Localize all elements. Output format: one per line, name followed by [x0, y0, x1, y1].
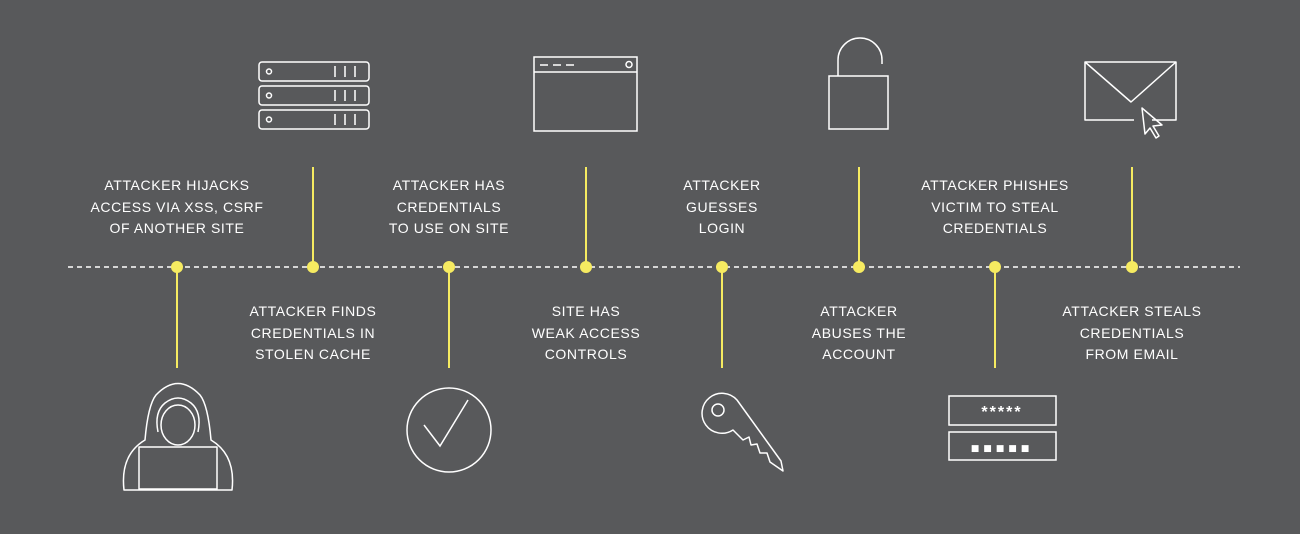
step-label-3: ATTACKER HAS CREDENTIALS TO USE ON SITE: [388, 177, 510, 236]
hacker-icon: [122, 382, 234, 491]
masked-password-2: ■■■■■: [971, 444, 1034, 454]
timeline-dot-1: [171, 261, 183, 273]
timeline-dot-2: [307, 261, 319, 273]
step-label-2: ATTACKER FINDS CREDENTIALS IN STOLEN CAC…: [249, 303, 377, 362]
email-cursor-icon: [1084, 61, 1177, 139]
timeline-dot-7: [989, 261, 1001, 273]
checkmark-circle-icon: [406, 387, 492, 473]
timeline-dot-4: [580, 261, 592, 273]
timeline-dot-3: [443, 261, 455, 273]
step-label-8: ATTACKER STEALS CREDENTIALS FROM EMAIL: [1062, 303, 1202, 362]
timeline-dot-6: [853, 261, 865, 273]
masked-password-1: *****: [981, 404, 1022, 421]
server-stack-icon: [258, 61, 370, 130]
open-padlock-icon: [828, 37, 889, 130]
step-label-4: SITE HAS WEAK ACCESS CONTROLS: [531, 303, 641, 362]
step-label-1: ATTACKER HIJACKS ACCESS VIA XSS, CSRF OF…: [90, 177, 264, 236]
timeline-dot-8: [1126, 261, 1138, 273]
step-label-6: ATTACKER ABUSES THE ACCOUNT: [811, 303, 907, 362]
timeline-dot-5: [716, 261, 728, 273]
step-label-5: ATTACKER GUESSES LOGIN: [683, 177, 761, 236]
key-icon: [701, 392, 784, 472]
step-label-7: ATTACKER PHISHES VICTIM TO STEAL CREDENT…: [921, 177, 1069, 236]
browser-window-icon: [533, 56, 638, 132]
password-fields-icon: ***** ■■■■■: [948, 395, 1057, 461]
